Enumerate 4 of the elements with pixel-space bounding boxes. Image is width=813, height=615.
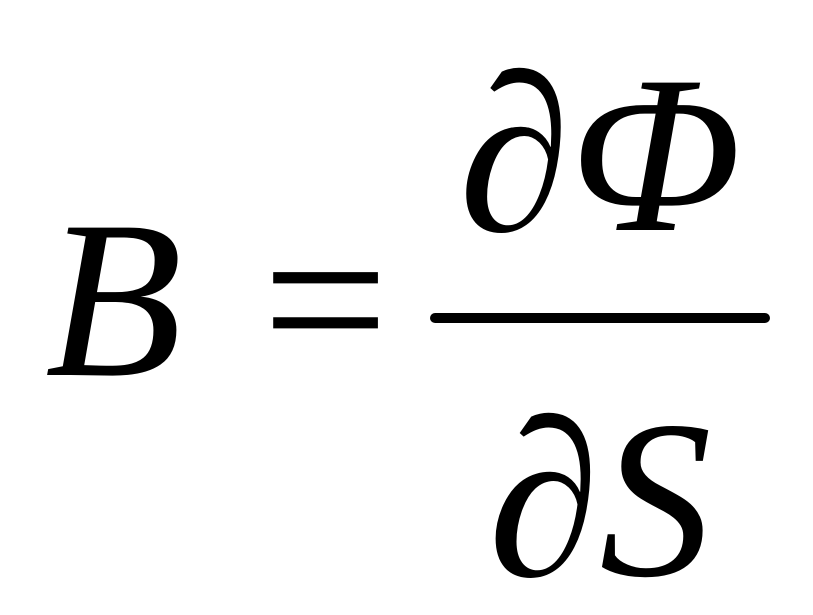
numerator: ∂Φ	[458, 42, 742, 267]
variable-symbol: B	[45, 187, 182, 412]
equals-sign: =	[262, 187, 389, 412]
denominator: ∂S	[487, 387, 713, 612]
